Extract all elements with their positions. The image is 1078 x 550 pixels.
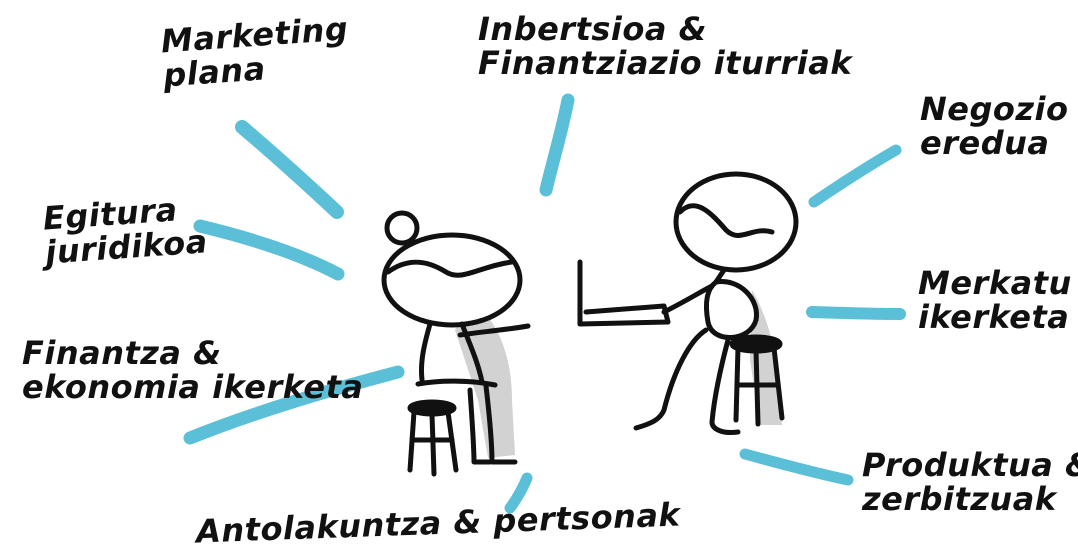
- label-negozio-eredua: Negozio eredua: [920, 92, 1068, 160]
- label-finantza-line1: Finantza &: [22, 334, 222, 372]
- stroke-inbertsioa: [539, 93, 575, 197]
- stroke-egitura: [193, 219, 345, 281]
- label-negozio-line2: eredua: [920, 124, 1050, 162]
- stroke-finantza: [183, 365, 405, 445]
- stroke-merkatu: [806, 306, 906, 320]
- label-produktua-line2: zerbitzuak: [862, 480, 1057, 518]
- stroke-marketing: [235, 120, 344, 219]
- left-person: [381, 210, 531, 477]
- label-negozio-line1: Negozio: [920, 90, 1069, 128]
- stroke-negozio: [808, 144, 902, 208]
- label-merkatu-ikerketa: Merkatu ikerketa: [918, 266, 1072, 334]
- label-marketing-plana: Marketing plana: [160, 10, 352, 95]
- label-finantza-ekonomia: Finantza & ekonomia ikerketa: [22, 336, 363, 404]
- label-produktua-zerbitzuak: Produktua & zerbitzuak: [862, 448, 1078, 516]
- stroke-produktua: [739, 448, 854, 486]
- label-egitura-juridikoa: Egitura juridikoa: [42, 190, 209, 271]
- label-inbertsioa-line1: Inbertsioa &: [478, 10, 708, 48]
- label-produktua-line1: Produktua &: [862, 446, 1078, 484]
- label-merkatu-line2: ikerketa: [918, 298, 1070, 336]
- stroke-antolakuntza: [504, 472, 533, 514]
- label-finantza-line2: ekonomia ikerketa: [22, 368, 364, 406]
- label-merkatu-line1: Merkatu: [918, 264, 1072, 302]
- right-person: [577, 171, 799, 435]
- label-inbertsioa: Inbertsioa & Finantziazio iturriak: [478, 12, 852, 80]
- label-inbertsioa-line2: Finantziazio iturriak: [478, 44, 853, 82]
